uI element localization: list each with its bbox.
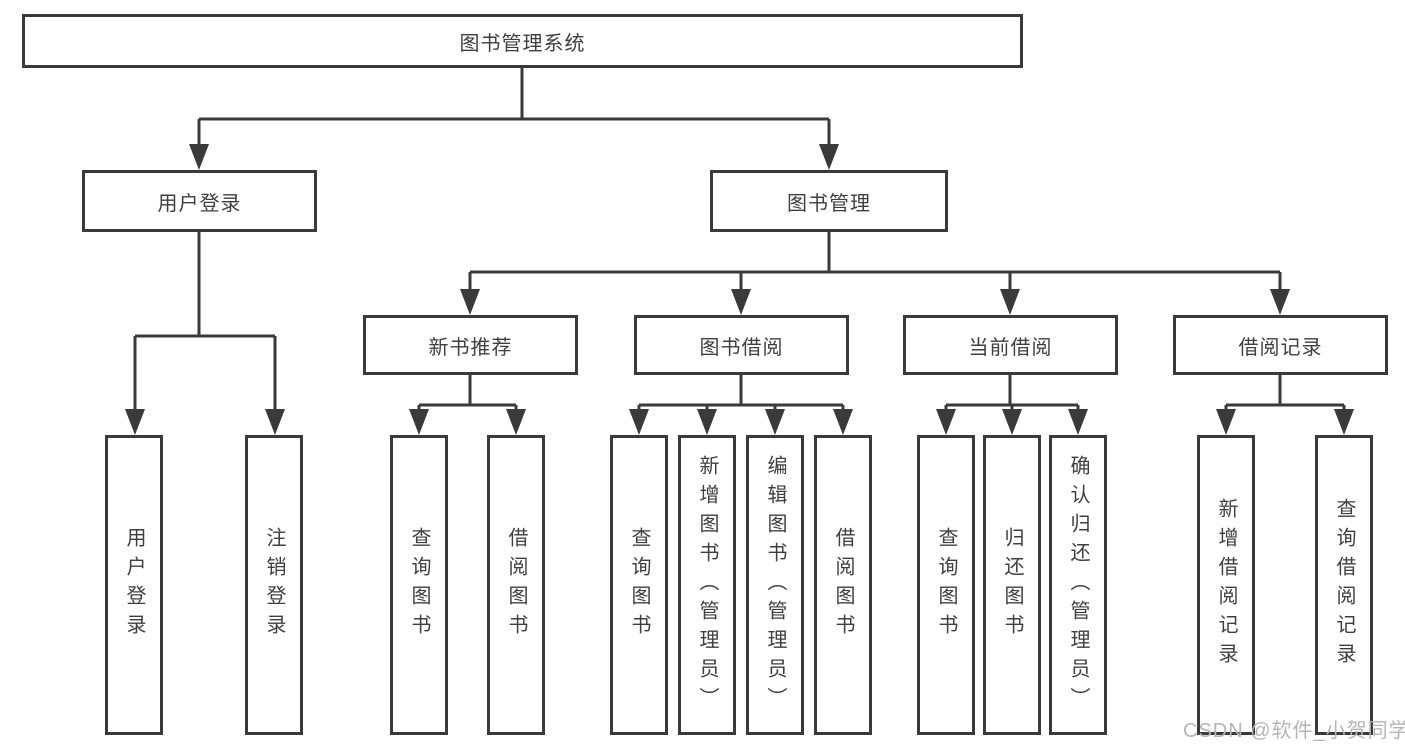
node-leaf-borrow-books-borrowing: 借阅图书 (814, 435, 872, 735)
node-root: 图书管理系统 (22, 14, 1023, 68)
node-leaf-borrow-books-recommend: 借阅图书 (487, 435, 545, 735)
node-user-login: 用户登录 (82, 170, 317, 232)
node-leaf-query-books-current: 查询图书 (917, 435, 975, 735)
node-label: 图书管理 (787, 192, 871, 215)
node-label: 归还图书 (1001, 527, 1023, 643)
node-leaf-user-login: 用户登录 (105, 435, 163, 735)
node-book-borrowing: 图书借阅 (634, 315, 849, 375)
node-leaf-return-books: 归还图书 (983, 435, 1041, 735)
node-label: 注销登录 (263, 527, 285, 643)
node-leaf-edit-books-admin: 编辑图书（管理员） (746, 435, 804, 735)
node-label: 查询图书 (935, 527, 957, 643)
node-leaf-logout: 注销登录 (245, 435, 303, 735)
node-label: 借阅图书 (505, 527, 527, 643)
arrowheads (125, 144, 1354, 435)
node-label: 新书推荐 (428, 336, 513, 359)
node-label: 查询图书 (628, 527, 650, 643)
node-leaf-query-borrow-record: 查询借阅记录 (1315, 435, 1373, 735)
node-label: 借阅记录 (1238, 336, 1323, 359)
node-leaf-query-books-recommend: 查询图书 (390, 435, 448, 735)
node-label: 图书管理系统 (459, 32, 586, 55)
node-label: 新增借阅记录 (1215, 498, 1237, 672)
node-label: 编辑图书（管理员） (764, 454, 786, 716)
node-current-borrowing: 当前借阅 (903, 315, 1118, 375)
node-label: 用户登录 (157, 192, 242, 215)
csdn-watermark: CSDN @软件_小贺同学 (1183, 720, 1405, 742)
node-leaf-add-borrow-record: 新增借阅记录 (1197, 435, 1255, 735)
node-label: 查询借阅记录 (1333, 498, 1355, 672)
node-label: 新增图书（管理员） (696, 454, 718, 716)
node-leaf-add-books-admin: 新增图书（管理员） (678, 435, 736, 735)
node-leaf-query-books-borrowing: 查询图书 (610, 435, 668, 735)
node-leaf-confirm-return-admin: 确认归还（管理员） (1049, 435, 1107, 735)
node-new-book-recommend: 新书推荐 (363, 315, 578, 375)
node-label: 当前借阅 (968, 336, 1053, 359)
node-label: 图书借阅 (699, 336, 784, 359)
node-book-management: 图书管理 (710, 170, 948, 232)
node-label: 借阅图书 (832, 527, 854, 643)
node-borrow-records: 借阅记录 (1173, 315, 1388, 375)
node-label: 查询图书 (408, 527, 430, 643)
node-label: 用户登录 (123, 527, 145, 643)
node-label: 确认归还（管理员） (1067, 454, 1089, 716)
